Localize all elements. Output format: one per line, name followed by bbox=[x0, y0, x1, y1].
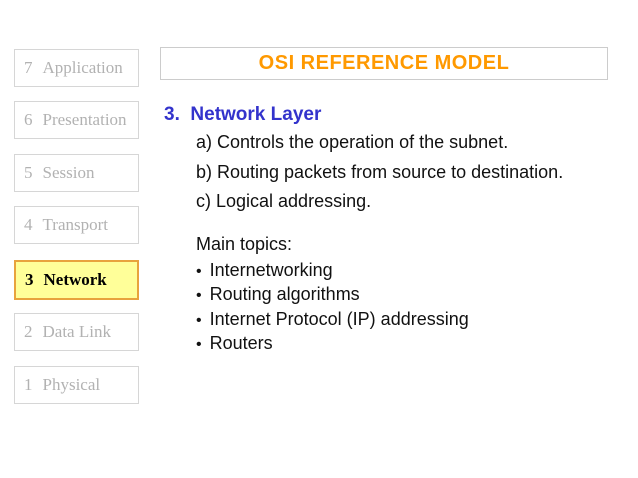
list-item: • Routers bbox=[196, 332, 469, 356]
layer-label: Transport bbox=[42, 215, 109, 234]
point-a: a) Controls the operation of the subnet. bbox=[196, 132, 509, 152]
layer-label: Session bbox=[42, 163, 95, 182]
layer-number: 7 bbox=[24, 58, 33, 77]
list-item-label: Internetworking bbox=[209, 260, 333, 280]
list-item: • Internetworking bbox=[196, 259, 469, 283]
layer-label: Physical bbox=[42, 375, 101, 394]
subheading: Main topics: bbox=[196, 234, 293, 254]
point-c: c) Logical addressing. bbox=[196, 191, 372, 211]
point-b: b) Routing packets from source to destin… bbox=[196, 162, 564, 182]
layer-label: Network bbox=[43, 270, 107, 289]
layer-number: 5 bbox=[24, 163, 33, 182]
list-item: • Internet Protocol (IP) addressing bbox=[196, 308, 469, 332]
layer-number: 1 bbox=[24, 375, 33, 394]
layer-box-network-active: 3 Network bbox=[14, 260, 139, 300]
list-item-label: Routing algorithms bbox=[209, 284, 360, 305]
layer-box-presentation: 6 Presentation bbox=[14, 101, 139, 139]
layer-number: 2 bbox=[24, 322, 33, 341]
layer-label: Data Link bbox=[42, 322, 111, 341]
list-item: • Routing algorithms bbox=[196, 283, 469, 307]
layer-number: 3 bbox=[25, 270, 34, 289]
layer-label: Application bbox=[42, 58, 123, 77]
layer-box-physical: 1 Physical bbox=[14, 366, 139, 404]
bullet-icon: • bbox=[196, 311, 202, 329]
layer-box-data-link: 2 Data Link bbox=[14, 313, 139, 351]
bullet-icon: • bbox=[196, 287, 202, 305]
slide-title: OSI REFERENCE MODEL bbox=[258, 52, 510, 74]
list-item-label: Internet Protocol (IP) addressing bbox=[209, 308, 469, 329]
layer-number: 6 bbox=[24, 110, 33, 129]
layer-number: 4 bbox=[24, 215, 33, 234]
layer-box-transport: 4 Transport bbox=[14, 206, 139, 244]
slide-title-box: OSI REFERENCE MODEL bbox=[160, 47, 608, 80]
layer-box-session: 5 Session bbox=[14, 154, 139, 192]
layer-box-application: 7 Application bbox=[14, 49, 139, 87]
section-heading: 3. Network Layer bbox=[164, 104, 322, 125]
bullet-icon: • bbox=[196, 335, 202, 353]
layer-label: Presentation bbox=[42, 110, 127, 129]
main-topics-list: • Internetworking • Routing algorithms • In… bbox=[196, 259, 469, 356]
bullet-icon: • bbox=[196, 263, 202, 280]
list-item-label: Routers bbox=[209, 332, 273, 353]
